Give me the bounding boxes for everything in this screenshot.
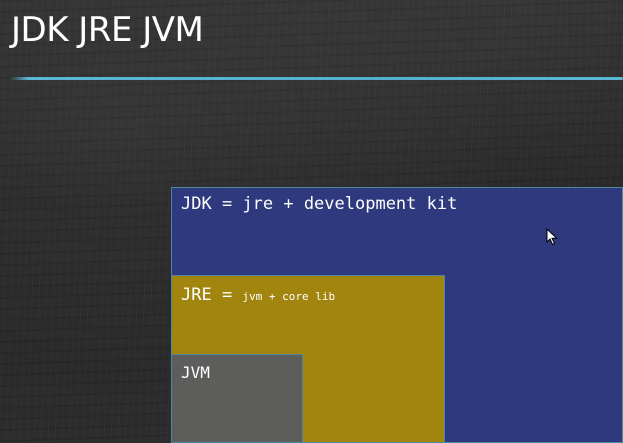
jvm-label: JVM [181,363,210,382]
mouse-pointer-icon [546,228,558,246]
slide-title: JDK JRE JVM [11,10,204,50]
jre-description: jvm + core lib [242,290,336,303]
jvm-box: JVM [171,354,303,443]
title-underline [10,77,623,80]
jre-label: JRE = jvm + core lib [181,285,335,305]
jre-term: JRE = [181,285,243,305]
jdk-label: JDK = jre + development kit [181,194,458,214]
